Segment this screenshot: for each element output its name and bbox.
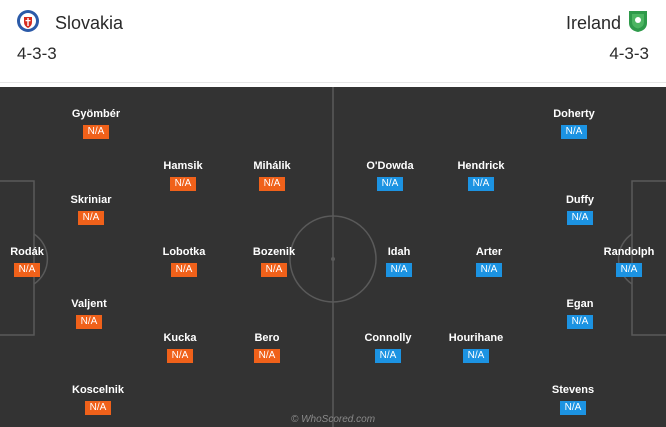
home-player[interactable]: Lobotka N/A xyxy=(134,245,234,277)
home-player[interactable]: Skriniar N/A xyxy=(41,193,141,225)
player-rating: N/A xyxy=(166,349,194,363)
home-formation: 4-3-3 xyxy=(17,44,57,63)
player-name: Bozenik xyxy=(252,246,296,258)
player-rating: N/A xyxy=(560,125,588,139)
player-name: Skriniar xyxy=(70,194,112,206)
home-player[interactable]: Bozenik N/A xyxy=(224,245,324,277)
ireland-crest-icon xyxy=(629,11,647,32)
player-name: Valjent xyxy=(71,298,107,310)
player-name: O'Dowda xyxy=(366,160,414,172)
away-player[interactable]: Hendrick N/A xyxy=(431,159,531,191)
player-rating: N/A xyxy=(13,263,41,277)
pitch-markings xyxy=(0,87,666,427)
away-team-name[interactable]: Ireland xyxy=(565,13,621,33)
player-rating: N/A xyxy=(462,349,490,363)
player-name: Stevens xyxy=(551,384,595,396)
player-name: Kucka xyxy=(163,332,197,344)
home-player[interactable]: Koscelnik N/A xyxy=(48,383,148,415)
lineup-header: Slovakia 4-3-3 Ireland 4-3-3 xyxy=(0,0,666,83)
player-name: Lobotka xyxy=(162,246,206,258)
player-name: Koscelnik xyxy=(72,384,124,396)
player-rating: N/A xyxy=(566,315,594,329)
away-player[interactable]: Egan N/A xyxy=(530,297,630,329)
player-name: Hourihane xyxy=(448,332,504,344)
player-rating: N/A xyxy=(615,263,643,277)
player-name: Arter xyxy=(475,246,503,258)
player-name: Duffy xyxy=(565,194,595,206)
player-rating: N/A xyxy=(169,177,197,191)
player-name: Mihálik xyxy=(253,160,291,172)
player-rating: N/A xyxy=(376,177,404,191)
away-formation: 4-3-3 xyxy=(609,44,649,63)
home-player[interactable]: Gyömbér N/A xyxy=(46,107,146,139)
home-player[interactable]: Valjent N/A xyxy=(39,297,139,329)
player-name: Hendrick xyxy=(457,160,505,172)
player-name: Idah xyxy=(387,246,411,258)
away-player[interactable]: Stevens N/A xyxy=(523,383,623,415)
player-rating: N/A xyxy=(82,125,110,139)
home-player[interactable]: Kucka N/A xyxy=(130,331,230,363)
away-player[interactable]: Connolly N/A xyxy=(338,331,438,363)
player-rating: N/A xyxy=(385,263,413,277)
away-player[interactable]: Hourihane N/A xyxy=(426,331,526,363)
player-name: Bero xyxy=(254,332,280,344)
player-rating: N/A xyxy=(75,315,103,329)
player-name: Hamsik xyxy=(163,160,203,172)
away-player[interactable]: O'Dowda N/A xyxy=(340,159,440,191)
slovakia-crest-icon xyxy=(17,10,39,32)
player-name: Doherty xyxy=(553,108,595,120)
player-rating: N/A xyxy=(566,211,594,225)
player-rating: N/A xyxy=(253,349,281,363)
player-rating: N/A xyxy=(559,401,587,415)
away-player[interactable]: Arter N/A xyxy=(439,245,539,277)
home-player[interactable]: Mihálik N/A xyxy=(222,159,322,191)
away-player[interactable]: Doherty N/A xyxy=(524,107,624,139)
away-player[interactable]: Idah N/A xyxy=(349,245,449,277)
away-player[interactable]: Duffy N/A xyxy=(530,193,630,225)
player-rating: N/A xyxy=(170,263,198,277)
away-player[interactable]: Randolph N/A xyxy=(579,245,666,277)
player-rating: N/A xyxy=(374,349,402,363)
home-player[interactable]: Bero N/A xyxy=(217,331,317,363)
player-name: Connolly xyxy=(364,332,412,344)
home-player[interactable]: Rodák N/A xyxy=(0,245,77,277)
whoscored-credit: © WhoScored.com xyxy=(290,414,376,425)
player-rating: N/A xyxy=(84,401,112,415)
player-rating: N/A xyxy=(475,263,503,277)
player-name: Egan xyxy=(566,298,594,310)
player-name: Rodák xyxy=(10,246,44,258)
player-rating: N/A xyxy=(258,177,286,191)
home-player[interactable]: Hamsik N/A xyxy=(133,159,233,191)
player-rating: N/A xyxy=(77,211,105,225)
player-rating: N/A xyxy=(467,177,495,191)
player-rating: N/A xyxy=(260,263,288,277)
player-name: Randolph xyxy=(603,246,655,258)
pitch: Gyömbér N/A Hamsik N/A Mihálik N/A Skrin… xyxy=(0,87,666,427)
player-name: Gyömbér xyxy=(71,108,121,120)
home-team-name[interactable]: Slovakia xyxy=(55,13,124,33)
